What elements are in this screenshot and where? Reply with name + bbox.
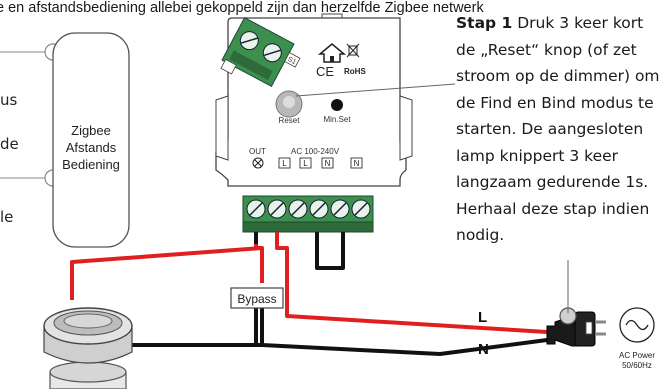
svg-text:L: L bbox=[282, 159, 287, 168]
svg-text:N: N bbox=[325, 159, 331, 168]
wiring bbox=[70, 232, 548, 356]
left-fragment-2: de bbox=[0, 135, 19, 153]
left-fragment-1: us bbox=[0, 91, 18, 109]
main-terminal-block bbox=[242, 195, 374, 233]
left-fragment-3: le bbox=[0, 208, 13, 226]
home-icon bbox=[317, 43, 347, 63]
min-set-button[interactable] bbox=[331, 99, 343, 111]
remote-label-line1: Zigbee bbox=[71, 123, 111, 138]
antenna-terminal-block bbox=[221, 16, 295, 88]
step-line-8: Herhaal deze stap indien bbox=[456, 199, 650, 218]
s1-label-box: S1 bbox=[220, 52, 301, 75]
reset-label: Reset bbox=[279, 116, 301, 125]
power-plug bbox=[546, 307, 606, 347]
reset-callout-line bbox=[295, 83, 456, 97]
n-wire-label: N bbox=[478, 341, 489, 358]
svg-text:N: N bbox=[354, 159, 360, 168]
step-line-4: de Find en Bind modus te bbox=[456, 93, 654, 112]
step-line-3: stroom op de dimmer) om bbox=[456, 67, 660, 85]
min-set-label: Min.Set bbox=[323, 115, 351, 124]
step-line-6: lamp knippert 3 keer bbox=[456, 146, 619, 165]
ac-frequency-label: 50/60Hz bbox=[622, 361, 652, 370]
s1-label: S1 bbox=[286, 56, 297, 66]
step-title: Stap 1 bbox=[456, 14, 513, 32]
bypass-component bbox=[230, 287, 284, 309]
step-1-instructions: Stap 1 Druk 3 keer kort de „Reset“ knop … bbox=[456, 10, 672, 249]
terminal-markings: L L N N bbox=[278, 157, 363, 169]
step-line-2: de „Reset“ knop (of zet bbox=[456, 40, 637, 59]
out-label: OUT bbox=[249, 147, 266, 156]
rohs-mark: RoHS bbox=[344, 67, 366, 76]
remote-label-line3: Bediening bbox=[62, 157, 120, 172]
lamp-symbol-icon bbox=[252, 157, 264, 169]
top-caption: e en afstandsbediening allebei gekoppeld… bbox=[0, 0, 484, 16]
ac-voltage-label: AC 100-240V bbox=[291, 147, 340, 156]
zigbee-remote bbox=[52, 32, 130, 248]
ce-mark: CE bbox=[316, 64, 334, 79]
svg-text:L: L bbox=[303, 159, 308, 168]
bypass-label: Bypass bbox=[237, 292, 276, 306]
step-line-5: starten. De aangesloten bbox=[456, 120, 644, 138]
step-line-9: nodig. bbox=[456, 226, 505, 244]
remote-label-line2: Afstands bbox=[66, 140, 117, 155]
step-line-7: langzaam gedurende 1s. bbox=[456, 173, 649, 191]
lamp-bulb bbox=[43, 307, 133, 389]
ac-power-label: AC Power bbox=[619, 351, 655, 360]
step-line-1: Druk 3 keer kort bbox=[512, 14, 644, 32]
bin-icon bbox=[346, 43, 360, 58]
l-wire-label: L bbox=[478, 309, 487, 326]
